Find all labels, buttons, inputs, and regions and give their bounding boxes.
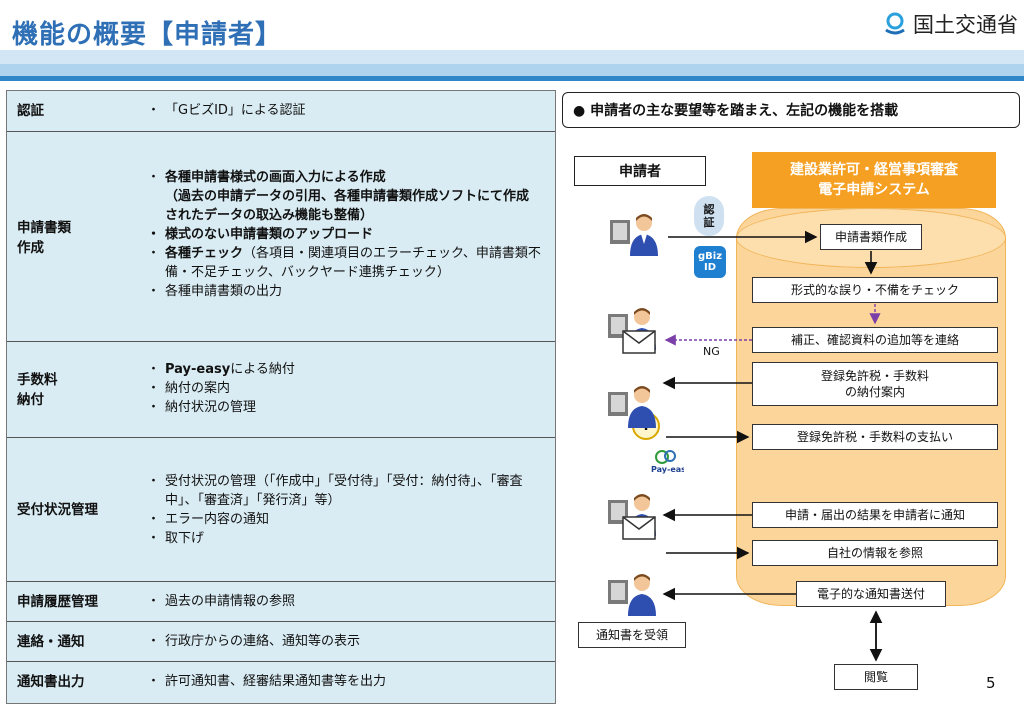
- table-row: 申請書類 作成 各種申請書様式の画面入力による作成 （過去の申請データの引用、各…: [7, 131, 555, 341]
- row-item: 行政庁からの連絡、通知等の表示: [147, 632, 545, 651]
- row-label: 手数料 納付: [17, 372, 58, 408]
- mail-envelope-icon: [622, 330, 656, 354]
- row-item: 受付状況の管理（「作成中」「受付待」「受付：納付待」、「審査中」、「審査済」「発…: [147, 472, 541, 510]
- row-label: 受付状況管理: [17, 502, 98, 518]
- row-item: 過去の申請情報の参照: [147, 592, 545, 611]
- row-item: 「GビズID」による認証: [147, 101, 545, 120]
- process-step-company-info: 自社の情報を参照: [752, 540, 998, 566]
- row-item: 各種チェック（各項目・関連項目のエラーチェック、申請書類不備・不足チェック、バッ…: [147, 244, 541, 282]
- row-label: 申請書類 作成: [17, 220, 71, 256]
- user-icon-receive: [606, 570, 660, 618]
- feature-table: 認証 「GビズID」による認証 申請書類 作成 各種申請書様式の画面入力による作…: [6, 90, 556, 704]
- process-step-result-notice: 申請・届出の結果を申請者に通知: [752, 502, 998, 528]
- receive-notice-label: 通知書を受領: [578, 622, 686, 648]
- row-item: エラー内容の通知: [147, 510, 541, 529]
- table-row: 連絡・通知 行政庁からの連絡、通知等の表示: [7, 621, 555, 661]
- table-row: 通知書出力 許可通知書、経審結果通知書等を出力: [7, 661, 555, 703]
- org-brand: 国土交通省: [883, 8, 1018, 40]
- process-step-fee-guide: 登録免許税・手数料 の納付案内: [752, 362, 998, 406]
- row-label: 申請履歴管理: [17, 594, 98, 610]
- mlit-logo-icon: [883, 12, 907, 36]
- table-row: 認証 「GビズID」による認証: [7, 91, 555, 131]
- user-icon-payment: [606, 382, 660, 430]
- process-step-check: 形式的な誤り・不備をチェック: [752, 277, 998, 303]
- row-item: 取下げ: [147, 529, 541, 548]
- table-row: 受付状況管理 受付状況の管理（「作成中」「受付待」「受付：納付待」、「審査中」、…: [7, 437, 555, 581]
- view-label: 閲覧: [834, 664, 918, 690]
- row-item: 各種申請書様式の画面入力による作成 （過去の申請データの引用、各種申請書類作成ソ…: [147, 168, 541, 225]
- pay-easy-logo-icon: Pay-easy: [650, 448, 692, 474]
- system-title: 建設業許可・経営事項審査 電子申請システム: [752, 152, 996, 208]
- table-row: 手数料 納付 Pay-easyによる納付 納付の案内 納付状況の管理: [7, 341, 555, 437]
- row-item: 納付状況の管理: [147, 398, 545, 417]
- row-item: Pay-easyによる納付: [147, 360, 545, 379]
- header-band-mid: [0, 64, 1024, 76]
- gbiz-id-badge: gBiz ID: [694, 246, 726, 278]
- page-title: 機能の概要【申請者】: [12, 20, 283, 50]
- row-item: 様式のない申請書類のアップロード: [147, 225, 541, 244]
- header-band-light: [0, 50, 1024, 64]
- org-name: 国土交通省: [913, 13, 1018, 37]
- ng-label: NG: [703, 345, 720, 358]
- row-label: 認証: [17, 103, 44, 119]
- table-row: 申請履歴管理 過去の申請情報の参照: [7, 581, 555, 621]
- summary-box: ● 申請者の主な要望等を踏まえ、左記の機能を搭載: [562, 92, 1020, 128]
- applicant-label: 申請者: [574, 156, 706, 186]
- row-label: 連絡・通知: [17, 634, 85, 650]
- applicant-user-icon: [608, 210, 662, 258]
- svg-text:Pay-easy: Pay-easy: [651, 465, 684, 474]
- auth-badge: 認 証: [694, 196, 724, 236]
- process-step-e-notice: 電子的な通知書送付: [796, 581, 946, 607]
- page-number: 5: [986, 674, 996, 692]
- row-label: 通知書出力: [17, 674, 85, 690]
- row-item: 許可通知書、経審結果通知書等を出力: [147, 672, 545, 691]
- process-step-create: 申請書類作成: [820, 224, 922, 250]
- process-step-fee-payment: 登録免許税・手数料の支払い: [752, 424, 998, 450]
- process-step-correction: 補正、確認資料の追加等を連絡: [752, 327, 998, 353]
- header-band-dark: [0, 76, 1024, 81]
- mail-envelope-icon: [622, 516, 656, 540]
- row-item: 各種申請書類の出力: [147, 282, 541, 301]
- row-item: 納付の案内: [147, 379, 545, 398]
